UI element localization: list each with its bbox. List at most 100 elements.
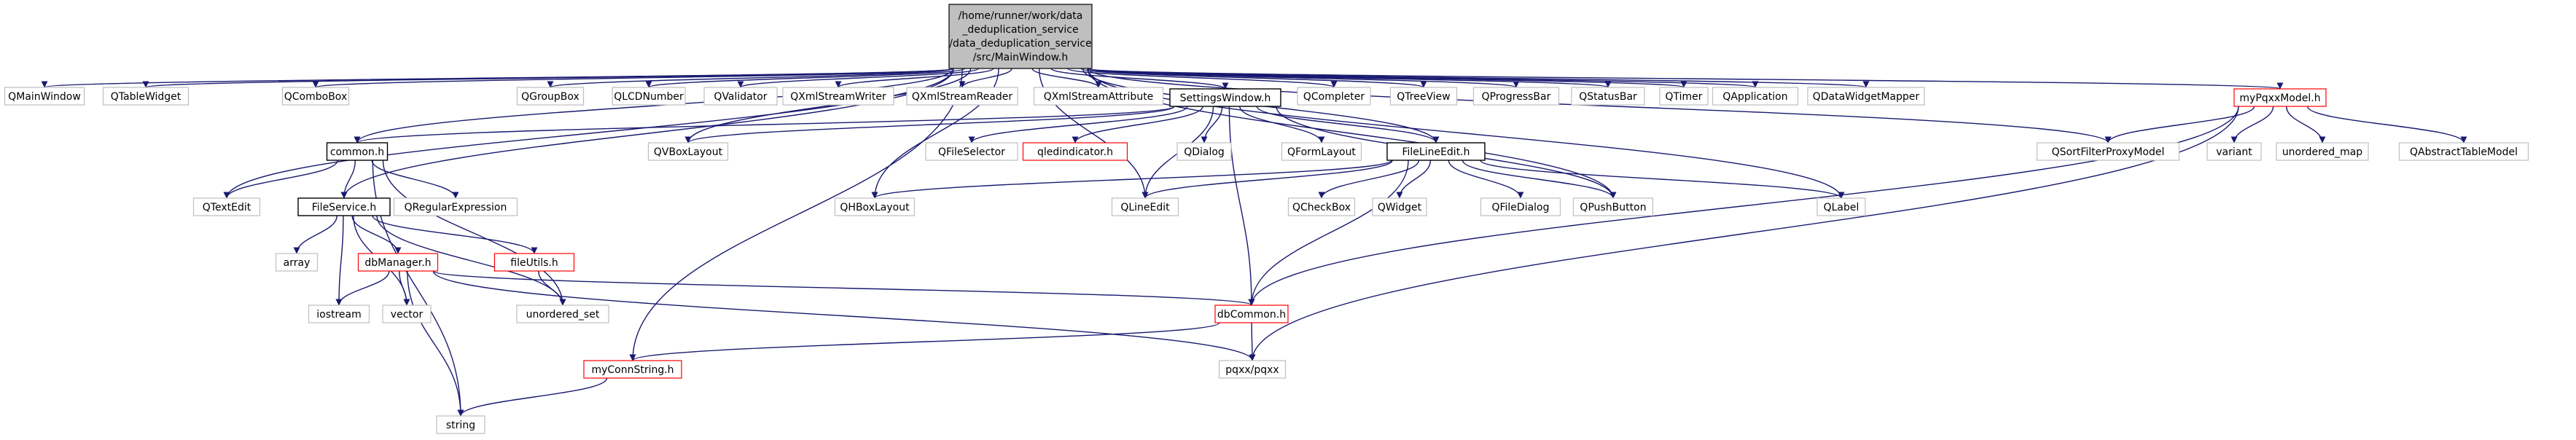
- graph-node-label: myPqxxModel.h: [2239, 93, 2320, 104]
- graph-node[interactable]: FileService.h: [297, 197, 391, 216]
- graph-node[interactable]: string: [436, 415, 485, 434]
- graph-node[interactable]: QVBoxLayout: [647, 142, 729, 161]
- graph-node[interactable]: QGroupBox: [516, 87, 585, 106]
- graph-node[interactable]: unordered_map: [2276, 142, 2369, 161]
- graph-node[interactable]: unordered_set: [516, 305, 609, 323]
- graph-node[interactable]: QDialog: [1176, 142, 1232, 161]
- graph-node[interactable]: QFileDialog: [1480, 197, 1561, 216]
- graph-node-box: [516, 305, 609, 323]
- graph-node[interactable]: QTableWidget: [102, 87, 190, 106]
- graph-node[interactable]: QXmlStreamReader: [906, 87, 1018, 106]
- graph-node-box: [583, 360, 682, 379]
- graph-node[interactable]: QApplication: [1712, 87, 1799, 106]
- graph-node-label: QAbstractTableModel: [2410, 146, 2518, 158]
- graph-node-box: [1389, 87, 1458, 106]
- graph-node[interactable]: vector: [382, 305, 432, 323]
- graph-node[interactable]: QTreeView: [1389, 87, 1458, 106]
- dependency-edge: [335, 270, 390, 306]
- graph-node[interactable]: FileLineEdit.h: [1386, 142, 1486, 161]
- graph-node-label: QFormLayout: [1287, 146, 1356, 158]
- graph-node-box: [1480, 197, 1561, 216]
- dependency-edge: [1031, 68, 1102, 88]
- graph-node[interactable]: QSortFilterProxyModel: [2036, 142, 2180, 161]
- graph-node-label: QLCDNumber: [614, 91, 684, 103]
- dependency-edge: [143, 68, 954, 88]
- graph-node-box: [1176, 142, 1232, 161]
- dependency-edge: [1318, 160, 1420, 199]
- graph-node[interactable]: array: [275, 253, 319, 272]
- graph-node-box: [1472, 87, 1560, 106]
- graph-node-box: [308, 305, 370, 323]
- graph-node[interactable]: QFormLayout: [1281, 142, 1362, 161]
- graph-node-label: FileLineEdit.h: [1402, 146, 1470, 158]
- graph-node-box: [192, 197, 261, 216]
- graph-node[interactable]: dbManager.h: [357, 253, 439, 272]
- graph-node[interactable]: QStatusBar: [1571, 87, 1645, 106]
- graph-node-label: QTreeView: [1397, 91, 1450, 103]
- graph-node-box: [1281, 142, 1362, 161]
- graph-node[interactable]: QAbstractTableModel: [2398, 142, 2529, 161]
- graph-node[interactable]: QLineEdit: [1111, 197, 1179, 216]
- graph-node-box: [906, 87, 1018, 106]
- graph-node[interactable]: myPqxxModel.h: [2233, 88, 2327, 107]
- graph-node[interactable]: dbCommon.h: [1214, 305, 1289, 323]
- edges-layer: [42, 68, 2467, 417]
- graph-node-box: [1712, 87, 1799, 106]
- graph-node[interactable]: QCheckBox: [1287, 197, 1356, 216]
- dependency-edge: [737, 68, 980, 88]
- dependency-edge: [1087, 68, 1611, 88]
- graph-node[interactable]: QPushButton: [1572, 197, 1654, 216]
- graph-node-box: [281, 87, 350, 106]
- graph-node-box: [1214, 305, 1289, 323]
- dependency-edge: [432, 270, 1256, 361]
- dependency-edge: [629, 322, 1220, 361]
- dependency-edge: [2230, 106, 2274, 144]
- dependency-edge: [335, 215, 344, 306]
- root-node-mainwindow-h[interactable]: /home/runner/work/data _deduplication_se…: [948, 4, 1093, 69]
- graph-node[interactable]: iostream: [308, 305, 370, 323]
- graph-node[interactable]: QProgressBar: [1472, 87, 1560, 106]
- graph-node[interactable]: QTextEdit: [192, 197, 261, 216]
- graph-node-label: QStatusBar: [1579, 91, 1637, 103]
- graph-node[interactable]: common.h: [326, 142, 389, 161]
- graph-node-box: [1022, 142, 1128, 161]
- graph-node[interactable]: QComboBox: [281, 87, 350, 106]
- graph-node[interactable]: QHBoxLayout: [834, 197, 916, 216]
- graph-node[interactable]: fileUtils.h: [493, 253, 575, 272]
- graph-node[interactable]: variant: [2206, 142, 2262, 161]
- dependency-edge: [457, 377, 608, 417]
- dependency-edge: [1461, 160, 1617, 199]
- graph-node[interactable]: qledindicator.h: [1022, 142, 1128, 161]
- graph-node[interactable]: QRegularExpression: [393, 197, 518, 216]
- dependency-edge: [1080, 68, 1427, 88]
- graph-node[interactable]: QXmlStreamWriter: [782, 87, 894, 106]
- graph-node[interactable]: QValidator: [703, 87, 778, 106]
- graph-node[interactable]: QLCDNumber: [612, 87, 686, 106]
- graph-node[interactable]: QLabel: [1816, 197, 1866, 216]
- graph-node-box: [647, 142, 729, 161]
- graph-node-label: QGroupBox: [521, 91, 579, 103]
- graph-node[interactable]: QFileSelector: [925, 142, 1018, 161]
- graph-node-box: [436, 415, 485, 434]
- graph-node[interactable]: QDataWidgetMapper: [1807, 87, 1925, 106]
- graph-node-box: [393, 197, 518, 216]
- graph-node[interactable]: QMainWindow: [4, 87, 85, 106]
- graph-node-box: [516, 87, 585, 106]
- dependency-edge: [1087, 68, 2283, 90]
- graph-node[interactable]: QCompleter: [1297, 87, 1371, 106]
- root-path-line: /src/MainWindow.h: [973, 52, 1069, 63]
- graph-node-label: SettingsWindow.h: [1180, 93, 1271, 104]
- graph-node[interactable]: QXmlStreamAttribute: [1033, 87, 1164, 106]
- graph-node[interactable]: pqxx/pqxx: [1218, 360, 1287, 379]
- graph-node-box: [2233, 88, 2327, 107]
- graph-node-label: QProgressBar: [1482, 91, 1551, 103]
- dependency-edge: [968, 106, 1188, 144]
- dependency-edge: [382, 160, 566, 306]
- graph-node[interactable]: myConnString.h: [583, 360, 682, 379]
- graph-node[interactable]: QWidget: [1372, 197, 1427, 216]
- dependency-edge: [293, 215, 337, 254]
- graph-node[interactable]: QTimer: [1659, 87, 1709, 106]
- graph-node-box: [2036, 142, 2180, 161]
- graph-node[interactable]: SettingsWindow.h: [1169, 88, 1281, 107]
- graph-node-label: FileService.h: [312, 202, 377, 213]
